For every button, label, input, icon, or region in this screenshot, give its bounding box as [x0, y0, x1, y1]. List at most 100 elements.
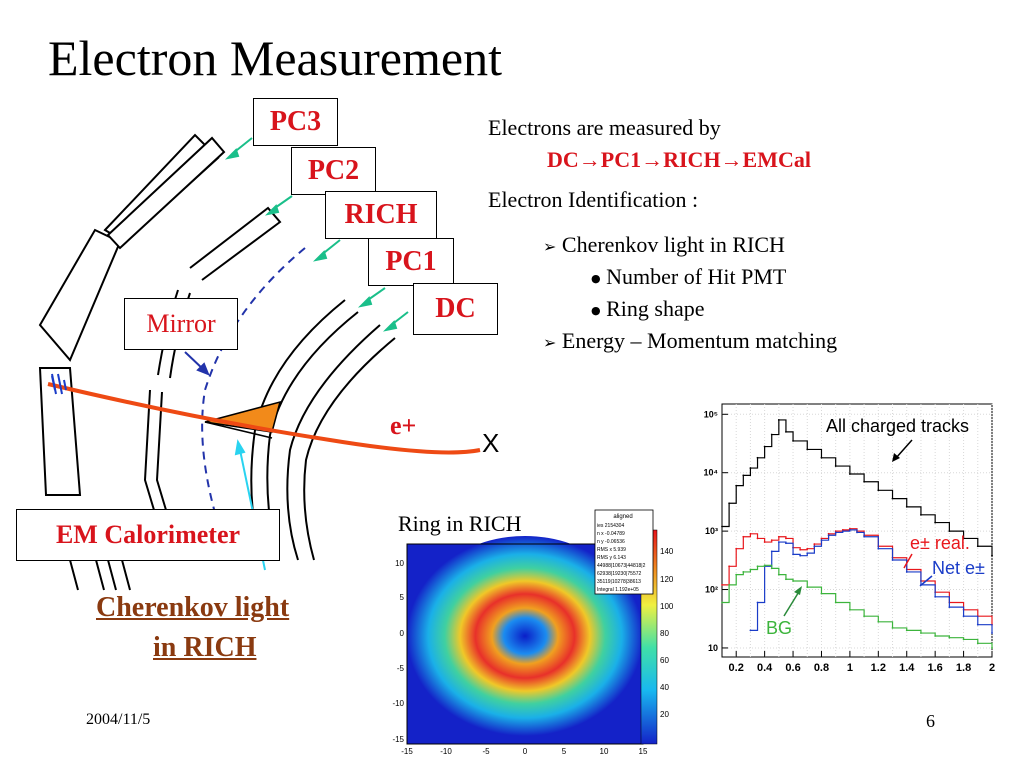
data-point	[820, 592, 823, 595]
x-tick-label: 0.8	[814, 662, 829, 674]
data-point	[841, 530, 844, 533]
data-point	[891, 559, 894, 561]
data-point	[799, 548, 802, 551]
slide-date: 2004/11/5	[86, 711, 151, 728]
label-dc: DC	[413, 283, 498, 335]
data-point	[763, 445, 766, 448]
z-tick: 20	[660, 710, 669, 719]
x-tick-label: 2	[989, 662, 995, 674]
bullet-arrow-icon: ➢	[543, 237, 557, 256]
z-tick: 140	[660, 547, 674, 556]
label-cherenkov-line1: Cherenkov light	[96, 592, 290, 623]
data-point	[856, 531, 858, 534]
stats-row: RMS y 6.143	[597, 555, 626, 561]
x-tick: -15	[401, 747, 413, 756]
label-e-plus: e+	[390, 411, 417, 440]
x-tick-label: 1.2	[871, 662, 886, 674]
data-point	[770, 550, 773, 553]
data-point	[877, 489, 880, 492]
z-tick: 80	[660, 629, 669, 638]
chart-annotations: All charged tracks e± real. Net e± BG	[766, 416, 985, 638]
x-tick: 0	[523, 747, 528, 756]
data-point	[749, 467, 752, 469]
data-point	[721, 525, 723, 528]
y-tick: 10	[395, 559, 404, 568]
bullet-label: Energy – Momentum matching	[561, 328, 838, 353]
stats-row: n y -0.06536	[597, 539, 625, 545]
data-point	[848, 608, 851, 611]
data-point	[891, 497, 894, 500]
stats-row: n x -0.04789	[597, 531, 625, 537]
annotation-real: e± real.	[910, 533, 970, 553]
data-point	[976, 545, 979, 548]
x-tick-label: 1	[847, 662, 853, 674]
annotation-all-tracks: All charged tracks	[826, 416, 969, 436]
annotation-net: Net e±	[932, 558, 985, 578]
data-point	[777, 573, 780, 576]
sub-bullet-hit-pmt: ● Number of Hit PMT	[591, 264, 786, 292]
z-tick: 120	[660, 575, 674, 584]
data-point	[820, 537, 823, 540]
data-point	[820, 456, 823, 459]
data-point	[742, 474, 745, 477]
label-rich: RICH	[325, 191, 437, 239]
x-tick-label: 0.2	[729, 662, 744, 674]
data-point	[777, 419, 780, 421]
z-tick: 60	[660, 656, 669, 665]
data-point	[962, 615, 965, 618]
sub-bullet-dot-icon: ●	[591, 271, 601, 285]
data-point	[770, 567, 773, 570]
mirror-arrow	[184, 351, 210, 376]
y-tick: 5	[400, 593, 405, 602]
sub-bullet-label: Ring shape	[606, 296, 705, 321]
cherenkov-cone	[204, 400, 282, 433]
data-point	[806, 552, 809, 555]
lower-lines	[69, 559, 131, 591]
x-tick: 5	[562, 747, 567, 756]
sub-bullet-label: Number of Hit PMT	[606, 264, 787, 289]
data-point	[827, 532, 830, 535]
emcal-arrow	[51, 375, 56, 391]
data-point	[756, 537, 759, 540]
stats-row: ies 2154304	[597, 523, 624, 529]
data-point	[756, 565, 759, 568]
label-mirror: Mirror	[124, 298, 238, 350]
data-point	[792, 580, 794, 582]
data-point	[976, 642, 979, 645]
data-point	[948, 636, 951, 639]
stats-header: aligned	[613, 514, 632, 520]
data-point	[728, 584, 731, 586]
data-point	[749, 568, 752, 571]
data-point	[991, 632, 993, 634]
data-point	[785, 430, 787, 433]
label-pc2: PC2	[291, 147, 376, 195]
data-point	[756, 601, 759, 604]
ring-y-ticks: 10 5 0 -5 -10 -15	[392, 559, 404, 744]
stats-row: 62938|19230|75572	[597, 571, 642, 577]
data-point	[848, 528, 851, 531]
data-point	[905, 505, 908, 508]
data-point	[834, 465, 837, 467]
y-tick-label: 10⁵	[704, 409, 718, 419]
x-tick-label: 0.4	[757, 662, 773, 674]
data-point	[948, 606, 951, 609]
data-point	[976, 623, 979, 626]
data-point	[991, 647, 993, 649]
y-tick-label: 10²	[705, 585, 718, 595]
ring-stats-box: aligned ies 2154304 n x -0.04789 n y -0.…	[594, 509, 654, 595]
stats-row: Integral 1.192e+05	[597, 587, 639, 593]
x-tick: -5	[482, 747, 490, 756]
x-tick-label: 1.8	[956, 662, 971, 674]
data-point	[742, 571, 745, 573]
data-point	[785, 542, 787, 545]
data-point	[806, 547, 809, 550]
x-tick-label: 0.6	[785, 662, 800, 674]
label-pc1: PC1	[368, 238, 454, 286]
ring-plot: aligned ies 2154304 n x -0.04789 n y -0.…	[392, 509, 674, 756]
measured-by-text: Electrons are measured by	[488, 115, 721, 140]
data-point	[813, 543, 816, 545]
data-point	[806, 448, 809, 451]
data-point	[827, 534, 830, 537]
label-arrows	[224, 137, 409, 332]
